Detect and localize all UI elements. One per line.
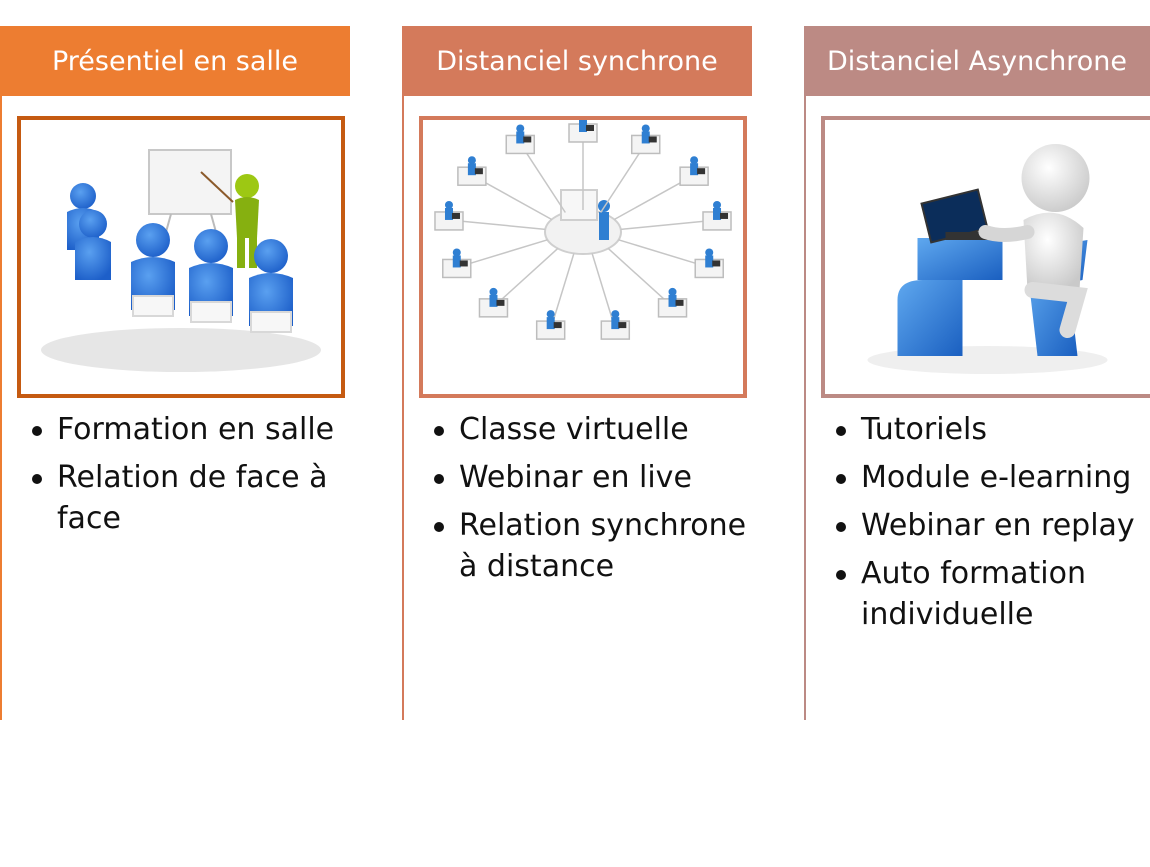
column-header: Distanciel synchrone (402, 26, 752, 96)
student-desk-icon (442, 248, 472, 279)
network-link (618, 239, 710, 269)
student-desk-icon (457, 156, 487, 186)
network-link (519, 143, 566, 213)
student-desk-icon (478, 287, 509, 318)
bullet-list: Tutoriels Module e-learning Webinar en r… (834, 409, 1150, 642)
list-item: Webinar en replay (834, 505, 1150, 546)
list-item: Module e-learning (834, 457, 1150, 498)
bullet-list: Formation en salle Relation de face à fa… (30, 409, 350, 546)
list-item: Classe virtuelle (432, 409, 752, 450)
column-title: Distanciel synchrone (436, 45, 718, 77)
classroom-presentation-icon (17, 116, 345, 398)
laptop-user-icon (821, 116, 1150, 398)
list-item: Tutoriels (834, 409, 1150, 450)
student-desk-icon (679, 156, 709, 186)
list-item: Auto formation individuelle (834, 553, 1150, 635)
column-header: Distanciel Asynchrone (804, 26, 1150, 96)
network-link (456, 239, 548, 269)
column-distanciel-synchrone: Distanciel synchrone Classe virtuelle We… (402, 26, 752, 720)
student-desk-icon (505, 124, 536, 155)
network-link (600, 143, 647, 213)
column-border (402, 96, 404, 720)
student-desk-icon (694, 248, 724, 279)
network-link (492, 247, 559, 308)
network-link (591, 253, 617, 330)
student-desk-icon (630, 124, 661, 155)
column-presentiel: Présentiel en salle Formation en (0, 26, 350, 720)
network-link (549, 253, 575, 330)
column-title: Distanciel Asynchrone (827, 45, 1127, 77)
student-desk-icon (535, 310, 566, 340)
list-item: Relation de face à face (30, 457, 350, 539)
student-desk-icon (568, 120, 598, 143)
column-border (0, 96, 2, 720)
list-item: Formation en salle (30, 409, 350, 450)
student-desk-icon (657, 287, 688, 318)
column-border (804, 96, 806, 720)
column-header: Présentiel en salle (0, 26, 350, 96)
column-distanciel-asynchrone: Distanciel Asynchrone Tutoriels Module e… (804, 26, 1150, 720)
list-item: Webinar en live (432, 457, 752, 498)
network-link (607, 247, 674, 308)
network-link (620, 219, 718, 231)
list-item: Relation synchrone à distance (432, 505, 752, 587)
student-desk-icon (600, 310, 631, 340)
column-title: Présentiel en salle (51, 45, 299, 77)
student-desk-icon (434, 200, 464, 231)
network-link (448, 219, 546, 231)
virtual-classroom-network-icon (419, 116, 747, 398)
bullet-list: Classe virtuelle Webinar en live Relatio… (432, 409, 752, 594)
student-desk-icon (702, 200, 732, 231)
